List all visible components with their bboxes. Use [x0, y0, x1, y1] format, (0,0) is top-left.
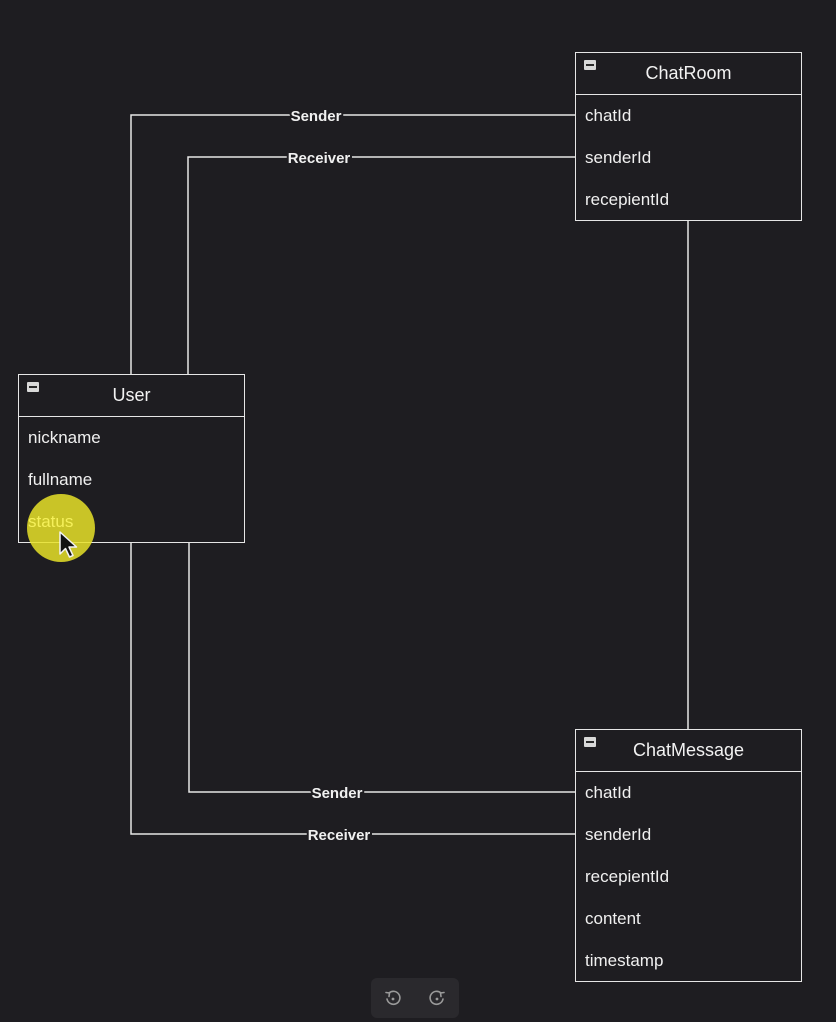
mouse-cursor-icon	[59, 531, 78, 558]
entity-chatmessage-field-chatid[interactable]: chatId	[585, 783, 632, 802]
redo-button[interactable]	[425, 986, 449, 1010]
connector-user-chatroom-sender[interactable]	[130, 114, 576, 375]
entity-user-title: User	[112, 385, 151, 405]
entity-chatroom-title: ChatRoom	[645, 63, 732, 83]
entity-chatroom-field-senderid[interactable]: senderId	[585, 148, 652, 167]
entity-user-header[interactable]: User	[19, 375, 244, 417]
redo-icon	[429, 990, 445, 1006]
collapse-icon[interactable]	[27, 382, 39, 392]
entity-chatmessage-field-content[interactable]: content	[585, 909, 641, 928]
entity-chatmessage[interactable]: ChatMessage chatId senderId recepientId …	[575, 729, 802, 982]
entity-chatroom-header[interactable]: ChatRoom	[576, 53, 801, 95]
entity-user-field-fullname[interactable]: fullname	[28, 470, 93, 489]
relationship-label-receiver-bottom[interactable]: Receiver	[306, 825, 373, 846]
connector-user-chatmessage-receiver[interactable]	[130, 543, 576, 835]
undo-icon	[385, 990, 401, 1006]
entity-chatmessage-title: ChatMessage	[632, 740, 745, 760]
relationship-label-receiver-top[interactable]: Receiver	[286, 148, 353, 169]
connector-user-chatroom-receiver[interactable]	[187, 156, 576, 375]
entity-chatmessage-field-senderid[interactable]: senderId	[585, 825, 652, 844]
entity-chatmessage-field-recepientid[interactable]: recepientId	[585, 867, 670, 886]
undo-button[interactable]	[381, 986, 405, 1010]
entity-user-field-status-label: status	[28, 512, 74, 531]
connector-user-chatmessage-sender[interactable]	[188, 543, 576, 793]
relationship-label-sender-top[interactable]: Sender	[289, 106, 344, 127]
collapse-icon[interactable]	[584, 60, 596, 70]
entity-chatroom-field-recepientid[interactable]: recepientId	[585, 190, 670, 209]
entity-chatmessage-field-timestamp[interactable]: timestamp	[585, 951, 664, 970]
entity-user-field-status[interactable]: status	[19, 501, 244, 543]
relationship-label-sender-bottom[interactable]: Sender	[310, 783, 365, 804]
collapse-icon[interactable]	[584, 737, 596, 747]
history-toolbar	[371, 978, 459, 1018]
entity-chatmessage-header[interactable]: ChatMessage	[576, 730, 801, 772]
entity-chatroom[interactable]: ChatRoom chatId senderId recepientId	[575, 52, 802, 221]
entity-chatroom-field-chatid[interactable]: chatId	[585, 106, 632, 125]
entity-user-field-nickname[interactable]: nickname	[28, 428, 101, 447]
entity-user[interactable]: User nickname fullname status	[18, 374, 245, 543]
